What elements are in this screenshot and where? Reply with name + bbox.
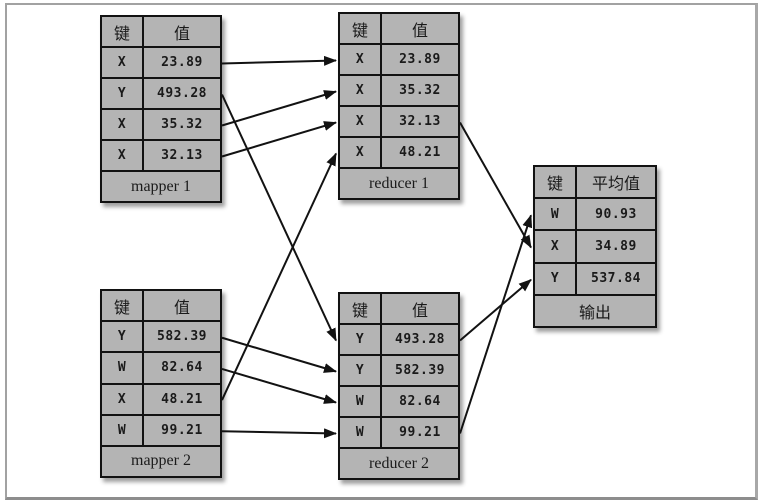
mapper2-table: 键 值 Y 582.39 W 82.64 X 48.21 W 99.21 map… [100, 289, 222, 478]
header-row: 键 值 [340, 14, 458, 45]
header-row: 键 值 [340, 294, 458, 325]
value-column-header: 值 [411, 302, 428, 320]
key-column-header: 键 [102, 17, 144, 46]
header-row: 键 平均值 [535, 167, 655, 200]
table-row: X 35.32 [340, 76, 458, 107]
table-row: Y 493.28 [340, 325, 458, 356]
key-cell: W [340, 418, 382, 447]
mapper1-table: 键 值 X 23.89 Y 493.28 X 35.32 X 32.13 map… [100, 15, 222, 203]
value-cell: 32.13 [399, 114, 441, 129]
value-column-header: 值 [411, 22, 428, 40]
table-title: reducer 1 [369, 174, 429, 192]
table-row: X 32.13 [340, 107, 458, 138]
footer-row: mapper 2 [102, 447, 220, 476]
value-cell: 82.64 [161, 360, 203, 376]
value-cell: 537.84 [591, 271, 641, 287]
value-cell: 35.32 [161, 117, 203, 132]
flow-arrow [221, 152, 337, 401]
value-cell: 99.21 [399, 425, 441, 440]
table-row: X 48.21 [102, 384, 220, 416]
flow-arrow [459, 122, 532, 249]
flow-arrow [221, 94, 337, 342]
key-cell: X [102, 384, 144, 414]
table-row: W 90.93 [535, 199, 655, 232]
key-cell: W [102, 415, 144, 445]
value-cell: 23.89 [161, 55, 203, 70]
table-row: W 99.21 [102, 415, 220, 447]
flow-arrow [221, 428, 337, 439]
value-cell: 493.28 [395, 332, 445, 347]
table-title: reducer 2 [369, 454, 429, 472]
table-row: X 48.21 [340, 138, 458, 169]
value-cell: 99.21 [161, 422, 203, 438]
table-row: W 82.64 [102, 353, 220, 385]
value-cell: 82.64 [399, 394, 441, 409]
key-cell: W [535, 199, 577, 230]
value-cell: 493.28 [157, 86, 207, 101]
reducer1-table: 键 值 X 23.89 X 35.32 X 32.13 X 48.21 redu… [338, 12, 460, 200]
footer-row: 输出 [535, 296, 655, 326]
key-column-header: 键 [340, 294, 382, 323]
key-cell: X [340, 76, 382, 105]
flow-arrow [221, 90, 337, 127]
table-title: mapper 2 [131, 452, 191, 470]
key-cell: X [102, 110, 144, 139]
table-row: X 23.89 [102, 48, 220, 79]
key-cell: Y [102, 322, 144, 352]
flow-arrow [221, 121, 337, 158]
value-cell: 90.93 [595, 206, 637, 222]
key-cell: Y [535, 263, 577, 294]
key-column-header: 键 [535, 167, 577, 198]
value-cell: 35.32 [399, 83, 441, 98]
value-cell: 34.89 [595, 239, 637, 254]
key-cell: W [340, 387, 382, 416]
table-row: X 34.89 [535, 231, 655, 264]
value-cell: 32.13 [161, 148, 203, 163]
table-row: X 23.89 [340, 45, 458, 76]
table-row: Y 537.84 [535, 263, 655, 296]
reducer2-table: 键 值 Y 493.28 Y 582.39 W 82.64 W 99.21 re… [338, 292, 460, 480]
key-cell: X [340, 107, 382, 136]
table-title: 输出 [578, 304, 611, 322]
footer-row: reducer 2 [340, 449, 458, 478]
table-row: Y 493.28 [102, 79, 220, 110]
key-cell: X [102, 141, 144, 170]
table-row: X 32.13 [102, 141, 220, 172]
footer-row: reducer 1 [340, 169, 458, 198]
table-row: X 35.32 [102, 110, 220, 141]
key-cell: W [102, 353, 144, 383]
value-cell: 582.39 [157, 329, 207, 345]
flow-arrow [459, 278, 532, 342]
header-row: 键 值 [102, 291, 220, 323]
key-cell: X [535, 231, 577, 262]
value-column-header: 值 [173, 299, 190, 317]
average-value-column-header: 平均值 [591, 176, 640, 194]
key-cell: Y [340, 325, 382, 354]
flow-arrow [459, 214, 533, 434]
key-column-header: 键 [102, 291, 144, 321]
table-title: mapper 1 [131, 177, 191, 195]
value-cell: 48.21 [399, 145, 441, 160]
value-cell: 48.21 [161, 391, 203, 407]
flow-arrow [221, 367, 337, 404]
key-cell: X [340, 138, 382, 167]
table-row: Y 582.39 [340, 356, 458, 387]
key-column-header: 键 [340, 14, 382, 43]
key-cell: X [102, 48, 144, 77]
flow-arrow [221, 336, 337, 373]
table-row: W 82.64 [340, 387, 458, 418]
table-row: W 99.21 [340, 418, 458, 449]
value-cell: 582.39 [395, 363, 445, 378]
key-cell: X [340, 45, 382, 74]
header-row: 键 值 [102, 17, 220, 48]
output-table: 键 平均值 W 90.93 X 34.89 Y 537.84 输出 [533, 165, 657, 328]
table-row: Y 582.39 [102, 322, 220, 354]
flow-arrow [221, 55, 337, 66]
value-cell: 23.89 [399, 52, 441, 67]
value-column-header: 值 [173, 25, 190, 43]
key-cell: Y [340, 356, 382, 385]
key-cell: Y [102, 79, 144, 108]
footer-row: mapper 1 [102, 172, 220, 201]
